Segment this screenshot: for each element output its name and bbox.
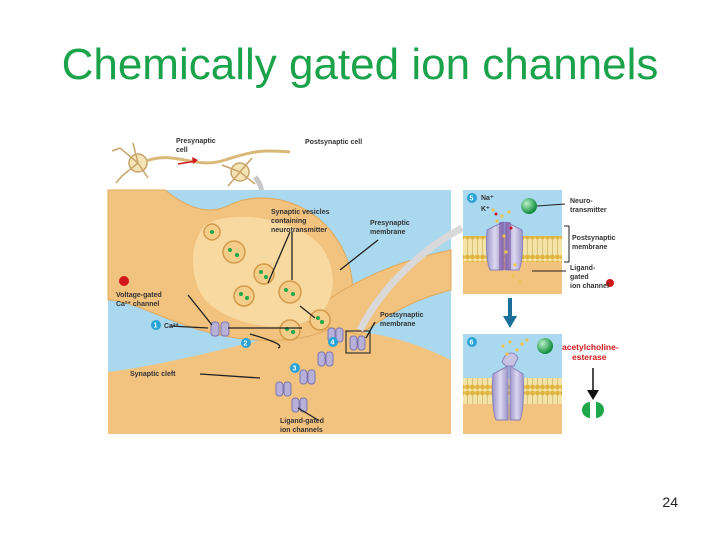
- broken-neurotransmitter: [582, 402, 604, 418]
- page-number: 24: [662, 494, 678, 510]
- na-label: Na⁺: [481, 195, 494, 202]
- red-dot-marker: [119, 276, 129, 286]
- zoom-connector: [356, 224, 464, 332]
- synaptic-vesicles-label: Synaptic vesicles containing neurotransm…: [271, 209, 331, 234]
- svg-text:6: 6: [470, 340, 474, 347]
- synaptic-vesicles: [203, 223, 331, 341]
- acetylcholinesterase-annotation: acetylcholine- esterase: [562, 342, 621, 418]
- synaptic-cleft-label: Synaptic cleft: [130, 371, 176, 378]
- svg-text:3: 3: [293, 366, 297, 373]
- axon: [145, 149, 291, 165]
- inset5-red-dot: [606, 279, 614, 287]
- inset-panel-6: 6: [463, 334, 562, 434]
- ca-label: Ca²⁺: [164, 323, 179, 330]
- svg-text:5: 5: [470, 196, 474, 203]
- step-badges: 1 2 3 4: [151, 320, 338, 373]
- inset6-channel: [491, 365, 509, 421]
- voltage-gated-ca-channel: [210, 321, 230, 337]
- vesicle-neurotransmitters: [210, 230, 324, 334]
- transition-arrow: [503, 298, 517, 328]
- voltage-gated-label: Voltage-gated Ca²⁺ channel: [116, 292, 164, 308]
- flow-arrows: [169, 231, 379, 421]
- inset5-neurotransmitter: [521, 198, 537, 214]
- postsynaptic-cell-label: Postsynaptic cell: [305, 139, 362, 146]
- ligand-gated-main-label: Ligand-gated ion channels: [280, 418, 326, 434]
- zoom-box: [345, 330, 371, 354]
- svg-text:1: 1: [154, 323, 158, 330]
- inset5-ions: [491, 208, 522, 284]
- main-synapse-panel: 1 2 3 4 Synaptic vesicles containing neu…: [107, 189, 464, 434]
- neurotransmitter-label: Neuro- transmitter: [570, 198, 607, 214]
- inset-panel-5: 5 Na⁺ K⁺ Neuro- transmitter Postsynaptic…: [463, 190, 618, 294]
- svg-text:acetylcholine- esterase: acetylcholine- esterase: [562, 342, 621, 362]
- presynaptic-cell-label: Presynaptic cell: [176, 138, 218, 154]
- neighbor-dendrite: [298, 249, 452, 336]
- svg-text:4: 4: [331, 340, 335, 347]
- presynaptic-membrane-label: Presynaptic membrane: [370, 220, 412, 236]
- presynaptic-neuron-body: [111, 142, 149, 184]
- svg-text:2: 2: [244, 341, 248, 348]
- postsynaptic-membrane-inset-label: Postsynaptic membrane: [572, 235, 618, 251]
- k-label: K⁺: [481, 206, 490, 213]
- postsynaptic-membrane-main-label: Postsynaptic membrane: [380, 312, 426, 328]
- inset6-neurotransmitter: [537, 338, 553, 354]
- slide-title: Chemically gated ion channels: [61, 40, 659, 89]
- ligand-gated-inset-label: Ligand- gated ion channel: [570, 265, 609, 290]
- postsynaptic-neuron-body: [221, 157, 256, 187]
